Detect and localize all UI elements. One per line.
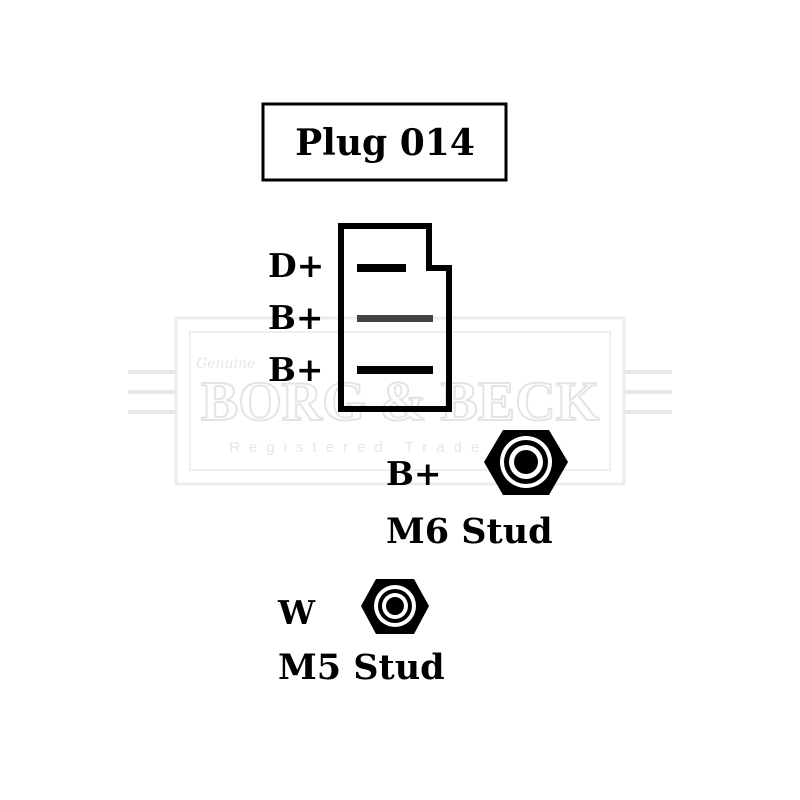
watermark-trademark: Registered Trade Mark — [229, 439, 571, 456]
m6-stud-nut-icon — [484, 430, 568, 495]
stud-size-m5: M5 Stud — [278, 647, 445, 688]
pin-label-d-plus: D+ — [268, 246, 324, 285]
brand-watermark: Genuine BORG & BECK Registered Trade Mar… — [128, 316, 672, 486]
pin-label-b-plus-1: B+ — [268, 298, 324, 337]
stud-terminal-b-plus: B+ — [386, 454, 442, 493]
plug-connector-outline — [338, 223, 452, 412]
pin-label-b-plus-2: B+ — [268, 350, 324, 389]
stud-terminal-w: W — [277, 593, 316, 632]
title-box — [261, 102, 508, 182]
watermark-brand: BORG & BECK — [201, 371, 600, 433]
stud-size-m6: M6 Stud — [386, 511, 553, 552]
pin-b-plus-1 — [357, 315, 433, 322]
m5-stud-nut-icon — [361, 579, 429, 634]
watermark-script: Genuine — [196, 356, 255, 372]
pin-d-plus — [357, 264, 406, 272]
plug-title: Plug 014 — [295, 122, 475, 164]
pin-b-plus-2 — [357, 366, 433, 374]
